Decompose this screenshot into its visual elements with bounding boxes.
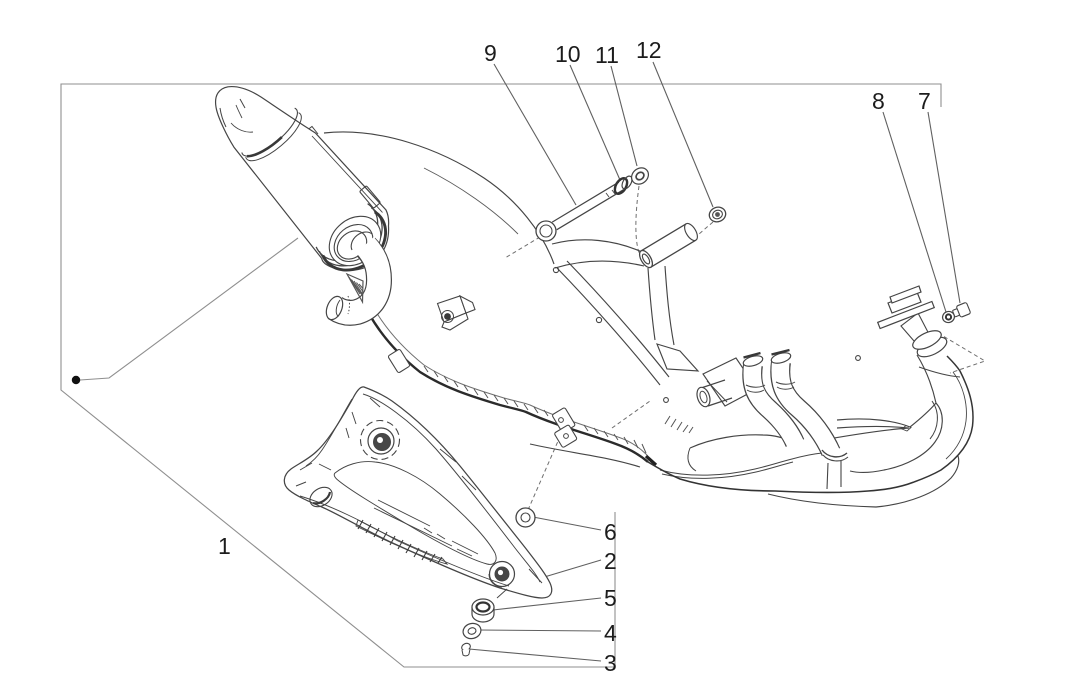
- svg-text:7: 7: [918, 88, 931, 114]
- svg-text:11: 11: [595, 42, 619, 68]
- svg-text:1: 1: [218, 533, 231, 559]
- svg-text:9: 9: [484, 40, 497, 66]
- svg-text:4: 4: [604, 620, 617, 646]
- svg-text:5: 5: [604, 585, 617, 611]
- svg-text:6: 6: [604, 519, 617, 545]
- svg-text:10: 10: [555, 41, 581, 67]
- svg-text:3: 3: [604, 650, 617, 676]
- svg-text:12: 12: [636, 37, 662, 63]
- svg-text:2: 2: [604, 548, 617, 574]
- svg-text:8: 8: [872, 88, 885, 114]
